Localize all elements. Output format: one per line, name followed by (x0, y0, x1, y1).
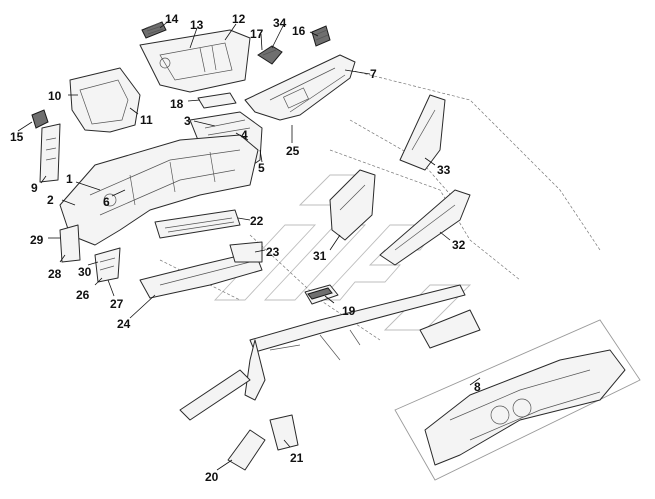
callout-labels: 1 2 3 4 5 6 7 8 9 10 11 12 13 14 15 16 1… (10, 12, 481, 484)
callout-33: 33 (437, 163, 451, 177)
callout-30: 30 (78, 265, 92, 279)
part-24-lower-trim-panel (139, 241, 263, 299)
part-20-lower-bracket (227, 429, 266, 471)
part-19-module-box (304, 284, 339, 305)
callout-31: 31 (313, 249, 327, 263)
callout-10: 10 (48, 89, 62, 103)
assembled-dashboard-inset (394, 319, 641, 481)
part-22-vent-strip (154, 209, 241, 239)
callout-29: 29 (30, 233, 44, 247)
callout-23: 23 (266, 245, 280, 259)
part-26-30-left-lower-trim (59, 224, 121, 283)
callout-25: 25 (286, 144, 300, 158)
callout-5: 5 (258, 161, 265, 175)
callout-9: 9 (31, 181, 38, 195)
callout-14: 14 (165, 12, 179, 26)
callout-26: 26 (76, 288, 90, 302)
callout-24: 24 (117, 317, 131, 331)
callout-4: 4 (241, 128, 248, 142)
callout-1: 1 (66, 172, 73, 186)
part-10-11-cluster-frame (69, 67, 141, 133)
callout-20: 20 (205, 470, 219, 484)
callout-15: 15 (10, 130, 24, 144)
callout-18: 18 (170, 97, 184, 111)
callout-34: 34 (273, 16, 287, 30)
callout-16: 16 (292, 24, 306, 38)
part-7-upper-dash-panel (244, 54, 356, 121)
callout-leader-lines (17, 19, 481, 471)
callout-2: 2 (47, 193, 54, 207)
part-9-left-vent-column (39, 123, 61, 183)
callout-3: 3 (184, 114, 191, 128)
part-14-top-vent (141, 21, 167, 39)
part-31-console-side (329, 169, 376, 241)
callout-13: 13 (190, 18, 204, 32)
callout-32: 32 (452, 238, 466, 252)
callout-27: 27 (110, 297, 124, 311)
part-33-right-bracket (399, 94, 446, 171)
callout-7: 7 (370, 67, 377, 81)
callout-22: 22 (250, 214, 264, 228)
part-1-main-dashboard-carrier (59, 134, 259, 246)
part-15-vent (31, 109, 49, 129)
callout-12: 12 (232, 12, 246, 26)
part-18-plate (197, 92, 237, 109)
callout-6: 6 (103, 195, 110, 209)
callout-28: 28 (48, 267, 62, 281)
callout-11: 11 (140, 113, 153, 127)
part-34-round-vent (257, 45, 283, 65)
callout-21: 21 (290, 451, 304, 465)
callout-8: 8 (474, 380, 481, 394)
assembly-guide-lines (159, 69, 601, 341)
callout-19: 19 (342, 304, 356, 318)
callout-17: 17 (250, 27, 264, 41)
part-16-vent (311, 25, 331, 47)
part-12-13-instrument-bezel (139, 29, 251, 93)
part-21-lower-bracket (269, 414, 299, 451)
part-32-right-lower-panel (379, 189, 471, 266)
cross-car-beam (179, 284, 481, 421)
